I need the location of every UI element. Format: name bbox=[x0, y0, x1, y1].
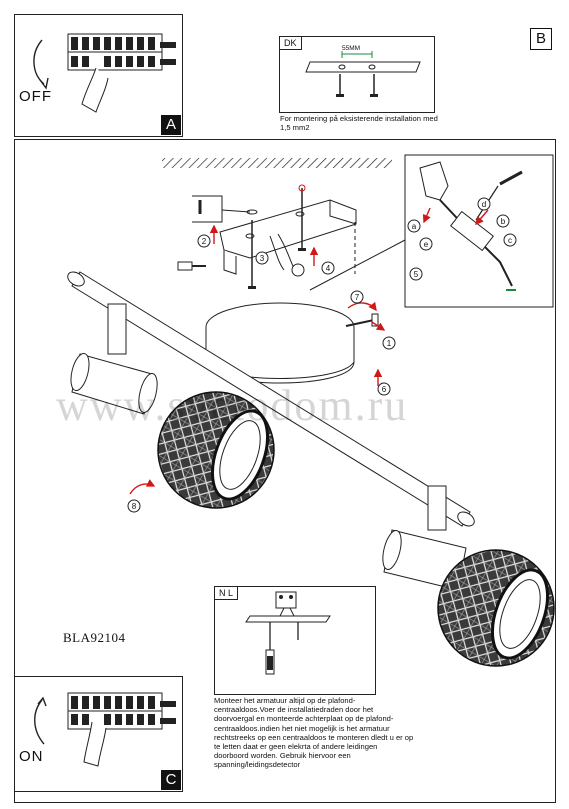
panel-b-letter: B bbox=[530, 28, 552, 50]
step-1: 1 bbox=[387, 339, 392, 348]
connector-marker bbox=[419, 237, 433, 251]
connector-a: a bbox=[412, 222, 417, 231]
ceiling-bracket bbox=[177, 184, 357, 289]
watermark: www.svetodom.ru bbox=[56, 381, 409, 430]
wiring-note: Monteer het armatuur altijd op de plafon… bbox=[214, 696, 414, 770]
step-marker bbox=[382, 336, 396, 350]
step-markers bbox=[127, 197, 517, 513]
step-marker bbox=[409, 267, 423, 281]
step-7: 7 bbox=[355, 293, 360, 302]
spot-right bbox=[382, 485, 555, 667]
connector-e: e bbox=[424, 240, 429, 249]
step-3: 3 bbox=[260, 254, 265, 263]
step-2: 2 bbox=[202, 237, 207, 246]
step-5: 5 bbox=[414, 270, 419, 279]
canopy bbox=[205, 302, 379, 384]
connector-drawing bbox=[419, 161, 523, 291]
connector-c: c bbox=[508, 236, 512, 245]
step-marker bbox=[127, 499, 141, 513]
model-number: BLA92104 bbox=[63, 630, 126, 645]
connector-d: d bbox=[482, 200, 486, 209]
panel-a-state: OFF bbox=[19, 88, 52, 105]
connector-marker bbox=[503, 233, 517, 247]
step-marker bbox=[321, 261, 335, 275]
ceiling-hatch bbox=[162, 158, 392, 168]
panel-b-note: For montering på eksisterende installati… bbox=[280, 114, 438, 133]
red-arrows bbox=[129, 207, 489, 495]
connector-marker bbox=[477, 197, 491, 211]
panel-a-letter: A bbox=[161, 115, 181, 135]
wiring-lang: N L bbox=[215, 587, 239, 600]
breaker-strip-on bbox=[34, 692, 176, 767]
step-marker bbox=[197, 234, 211, 248]
panel-b-lang: DK bbox=[280, 37, 302, 50]
spot-left bbox=[70, 303, 275, 509]
panel-b-dk bbox=[279, 36, 435, 113]
panel-b-dimension: 55MM bbox=[342, 45, 361, 52]
wiring-diagram bbox=[245, 591, 331, 675]
connector-b: b bbox=[501, 217, 506, 226]
step-6: 6 bbox=[382, 385, 387, 394]
step-8: 8 bbox=[132, 502, 137, 511]
spotlight-bar bbox=[67, 271, 475, 527]
step-marker bbox=[377, 382, 391, 396]
step-marker bbox=[291, 263, 305, 277]
breaker-strip-off bbox=[33, 33, 176, 113]
step-marker bbox=[350, 290, 364, 304]
step-4: 4 bbox=[326, 264, 331, 273]
connector-marker bbox=[496, 214, 510, 228]
panel-c-letter: C bbox=[161, 770, 181, 790]
connector-marker bbox=[407, 219, 421, 233]
panel-c-state: ON bbox=[19, 748, 44, 765]
mount-plate-diagram bbox=[305, 51, 421, 97]
step-marker bbox=[255, 251, 269, 265]
